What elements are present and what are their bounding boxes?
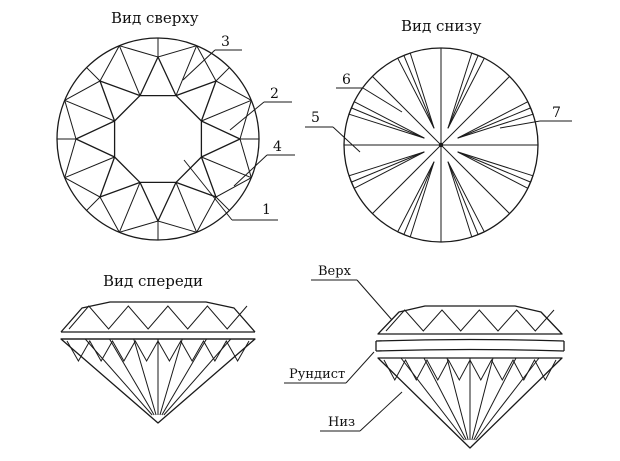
lower-girdle-edge bbox=[403, 161, 435, 235]
pavilion-label: Низ bbox=[328, 415, 355, 430]
lower-girdle-edge bbox=[447, 55, 479, 129]
pavilion-main-edge bbox=[440, 144, 510, 214]
girdle-facet-edge bbox=[215, 67, 230, 82]
front-lower-girdle-facets bbox=[66, 339, 250, 363]
pavilion-part-facet bbox=[446, 357, 469, 441]
girdle-facet-edge bbox=[215, 196, 230, 211]
lower-girdle-edge bbox=[351, 151, 425, 183]
lower-girdle-edge bbox=[457, 107, 531, 139]
bottom-view: Вид снизу 6 5 7 bbox=[305, 17, 572, 243]
front-view-profile bbox=[60, 301, 256, 424]
callout-1: 1 bbox=[262, 202, 271, 218]
callout-4: 4 bbox=[273, 139, 282, 155]
pavilion-part-facet bbox=[471, 357, 494, 441]
front-crown-outline bbox=[60, 301, 256, 333]
callout-6: 6 bbox=[342, 72, 351, 88]
crown-label: Верх bbox=[318, 264, 352, 279]
front-pavilion-facet bbox=[109, 338, 155, 416]
bezel-edge bbox=[175, 182, 198, 233]
pavilion-main-edge bbox=[372, 144, 442, 214]
lower-girdle-facet bbox=[348, 101, 425, 139]
parts-labels: Верх Рундист Низ bbox=[284, 264, 403, 432]
front-pavilion-facet bbox=[161, 338, 207, 416]
callout-6-leader bbox=[362, 87, 403, 113]
table-facet bbox=[113, 94, 203, 184]
girdle-facet-edge bbox=[86, 67, 101, 82]
top-view-facets bbox=[56, 37, 260, 241]
crown-part-facets bbox=[385, 309, 555, 332]
lower-girdle-facet bbox=[457, 101, 534, 139]
crown-part-outline bbox=[377, 305, 563, 335]
lower-girdle-edge bbox=[351, 107, 425, 139]
top-view-callouts: 3 2 4 1 bbox=[182, 34, 295, 221]
callout-1-leader bbox=[183, 159, 233, 221]
bottom-view-title: Вид снизу bbox=[401, 17, 482, 35]
callout-3: 3 bbox=[221, 34, 230, 50]
lower-girdle-facet bbox=[397, 161, 435, 238]
pavilion-part-facet bbox=[473, 357, 517, 441]
star-facet bbox=[139, 56, 177, 96]
parts-view: Верх Рундист Низ bbox=[284, 264, 565, 449]
callout-7-leader bbox=[499, 120, 541, 129]
bezel-edge bbox=[201, 156, 252, 179]
pavilion-part-lower-girdle bbox=[383, 358, 557, 382]
front-crown-facets bbox=[68, 305, 248, 330]
pavilion-main-edge bbox=[372, 76, 442, 146]
crown-leader bbox=[356, 279, 393, 321]
girdle-part-bottom bbox=[375, 348, 565, 352]
bezel-edge bbox=[201, 99, 252, 122]
lower-girdle-edge bbox=[403, 55, 435, 129]
lower-girdle-facet bbox=[447, 52, 485, 129]
bezel-edge bbox=[175, 45, 198, 96]
pavilion-leader bbox=[359, 391, 403, 432]
bezel-edge bbox=[118, 182, 141, 233]
lower-girdle-facet bbox=[397, 52, 435, 129]
star-facet bbox=[75, 120, 115, 158]
lower-girdle-facet bbox=[348, 151, 425, 189]
front-pavilion-facet bbox=[84, 338, 153, 416]
lower-girdle-facet bbox=[457, 151, 534, 189]
bottom-view-callouts: 6 5 7 bbox=[305, 72, 572, 153]
girdle-label: Рундист bbox=[289, 367, 345, 382]
bottom-view-facets bbox=[343, 47, 539, 243]
callout-4-leader bbox=[233, 154, 268, 187]
pavilion-part-facet bbox=[423, 357, 467, 441]
callout-2: 2 bbox=[270, 86, 279, 102]
lower-girdle-facet bbox=[447, 161, 485, 238]
star-facet bbox=[139, 182, 177, 222]
pavilion-main-edge bbox=[440, 76, 510, 146]
front-view: Вид спереди bbox=[60, 272, 256, 424]
front-pavilion-facet bbox=[159, 338, 183, 416]
front-view-title: Вид спереди bbox=[103, 272, 203, 290]
lower-girdle-edge bbox=[457, 151, 531, 183]
bezel-edge bbox=[64, 156, 115, 179]
callout-2-leader bbox=[229, 101, 265, 131]
lower-girdle-edge bbox=[447, 161, 479, 235]
callout-7: 7 bbox=[552, 105, 561, 121]
girdle-facet-edge bbox=[86, 196, 101, 211]
girdle-part-top bbox=[375, 338, 565, 342]
front-pavilion-facet bbox=[133, 338, 157, 416]
callout-3-leader bbox=[182, 49, 216, 81]
top-view: Вид сверху 3 2 4 1 bbox=[56, 9, 295, 241]
top-view-title: Вид сверху bbox=[111, 9, 199, 27]
front-pavilion-facet bbox=[163, 338, 232, 416]
culet-point bbox=[438, 142, 444, 148]
girdle-leader bbox=[345, 351, 375, 384]
parts-view-profile bbox=[375, 305, 565, 449]
callout-5-leader bbox=[332, 126, 361, 153]
callout-5: 5 bbox=[311, 110, 320, 126]
bezel-edge bbox=[118, 45, 141, 96]
bezel-edge bbox=[64, 99, 115, 122]
